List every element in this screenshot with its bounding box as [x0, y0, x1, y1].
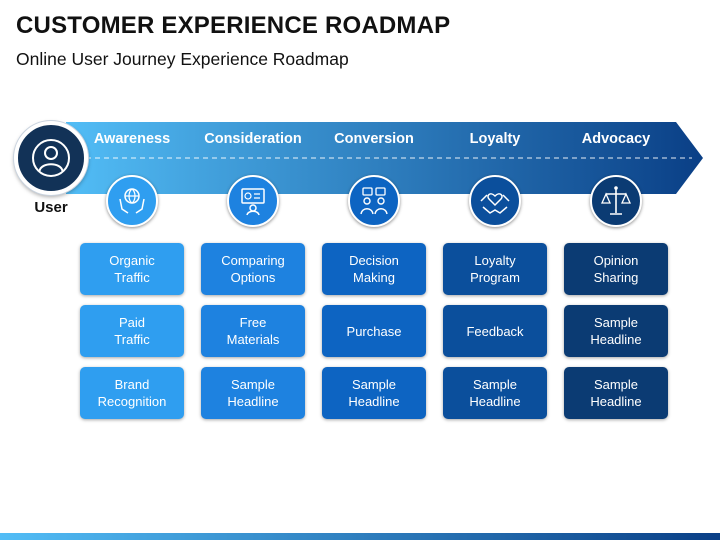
stage-label-loyalty: Loyalty: [469, 131, 521, 147]
roadmap-card-conversion-3: Sample Headline: [322, 367, 426, 419]
roadmap-card-advocacy-2: Sample Headline: [564, 305, 668, 357]
balance-scale-icon: [600, 186, 632, 215]
hands-globe-icon: [119, 188, 145, 214]
footer-accent-bar: [0, 533, 720, 540]
stage-icon-circle-consideration: [227, 175, 279, 227]
roadmap-card-awareness-1: Organic Traffic: [80, 243, 184, 295]
roadmap-card-consideration-1: Comparing Options: [201, 243, 305, 295]
decision-meeting-icon: [360, 187, 388, 215]
user-label: User: [34, 199, 68, 216]
roadmap-card-advocacy-1: Opinion Sharing: [564, 243, 668, 295]
page-subtitle: Online User Journey Experience Roadmap: [16, 49, 349, 69]
journey-arrow: [66, 122, 703, 194]
roadmap-card-loyalty-3: Sample Headline: [443, 367, 547, 419]
roadmap-card-advocacy-3: Sample Headline: [564, 367, 668, 419]
stage-label-awareness: Awareness: [93, 131, 171, 147]
roadmap-card-conversion-2: Purchase: [322, 305, 426, 357]
roadmap-card-awareness-2: Paid Traffic: [80, 305, 184, 357]
stage-label-conversion: Conversion: [334, 131, 414, 147]
stage-icon-circle-conversion: [348, 175, 400, 227]
roadmap-card-loyalty-2: Feedback: [443, 305, 547, 357]
roadmap-card-consideration-2: Free Materials: [201, 305, 305, 357]
roadmap-card-consideration-3: Sample Headline: [201, 367, 305, 419]
stage-icon-circle-loyalty: [469, 175, 521, 227]
user-avatar: [14, 121, 88, 195]
stage-icon-circle-awareness: [106, 175, 158, 227]
stage-label-consideration: Consideration: [204, 131, 302, 147]
stage-icon-circle-advocacy: [590, 175, 642, 227]
roadmap-card-conversion-1: Decision Making: [322, 243, 426, 295]
user-icon: [32, 139, 70, 177]
page-title: CUSTOMER EXPERIENCE ROADMAP: [16, 12, 451, 39]
stage-label-advocacy: Advocacy: [581, 131, 651, 147]
comparison-icon: [241, 188, 265, 216]
roadmap-card-loyalty-1: Loyalty Program: [443, 243, 547, 295]
heart-handshake-icon: [480, 193, 510, 214]
roadmap-card-awareness-3: Brand Recognition: [80, 367, 184, 419]
